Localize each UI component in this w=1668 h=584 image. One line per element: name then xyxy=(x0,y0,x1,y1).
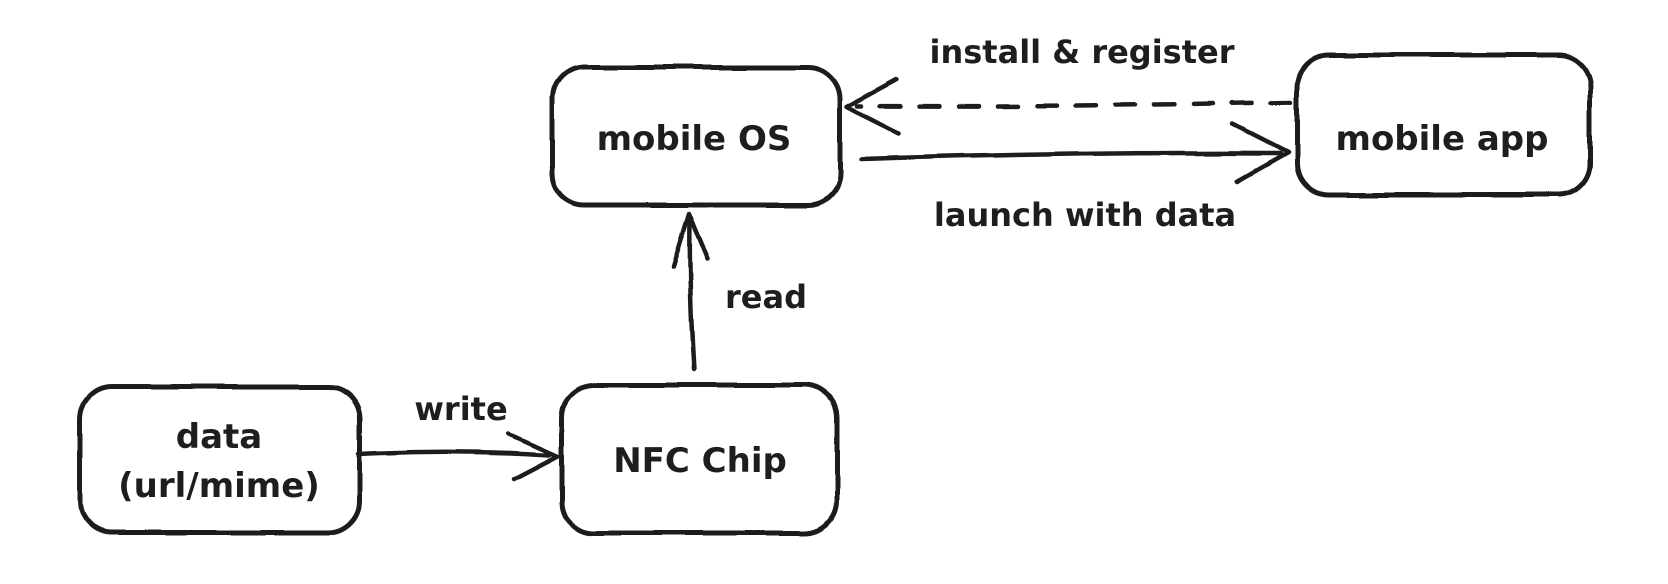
node-data-box xyxy=(77,384,363,536)
edge-install-line xyxy=(855,99,1294,109)
node-mobile-app-box xyxy=(1294,52,1593,198)
node-mobile-os-box xyxy=(549,64,843,208)
edge-launch-line xyxy=(858,150,1283,162)
node-nfc-chip-box xyxy=(559,382,840,536)
edge-read-label: read xyxy=(725,278,807,316)
edge-launch-label: launch with data xyxy=(934,196,1236,234)
edge-launch-arrowhead-icon xyxy=(1230,121,1291,184)
node-data-label-line1: data xyxy=(176,417,262,457)
edge-install-arrowhead-icon xyxy=(844,77,902,136)
edge-write-arrowhead-icon xyxy=(506,431,561,482)
edge-read-arrowhead-icon xyxy=(670,211,711,270)
node-data-label-line2: (url/mime) xyxy=(118,466,320,506)
edge-read-line xyxy=(687,217,697,373)
diagram-strokes xyxy=(77,52,1593,536)
node-nfc-chip-label: NFC Chip xyxy=(613,441,787,481)
node-mobile-os-label: mobile OS xyxy=(597,119,792,159)
edge-install-label: install & register xyxy=(930,33,1235,71)
node-mobile-app-label: mobile app xyxy=(1336,119,1549,159)
edge-write-label: write xyxy=(414,390,507,428)
edge-write-line xyxy=(356,449,552,458)
